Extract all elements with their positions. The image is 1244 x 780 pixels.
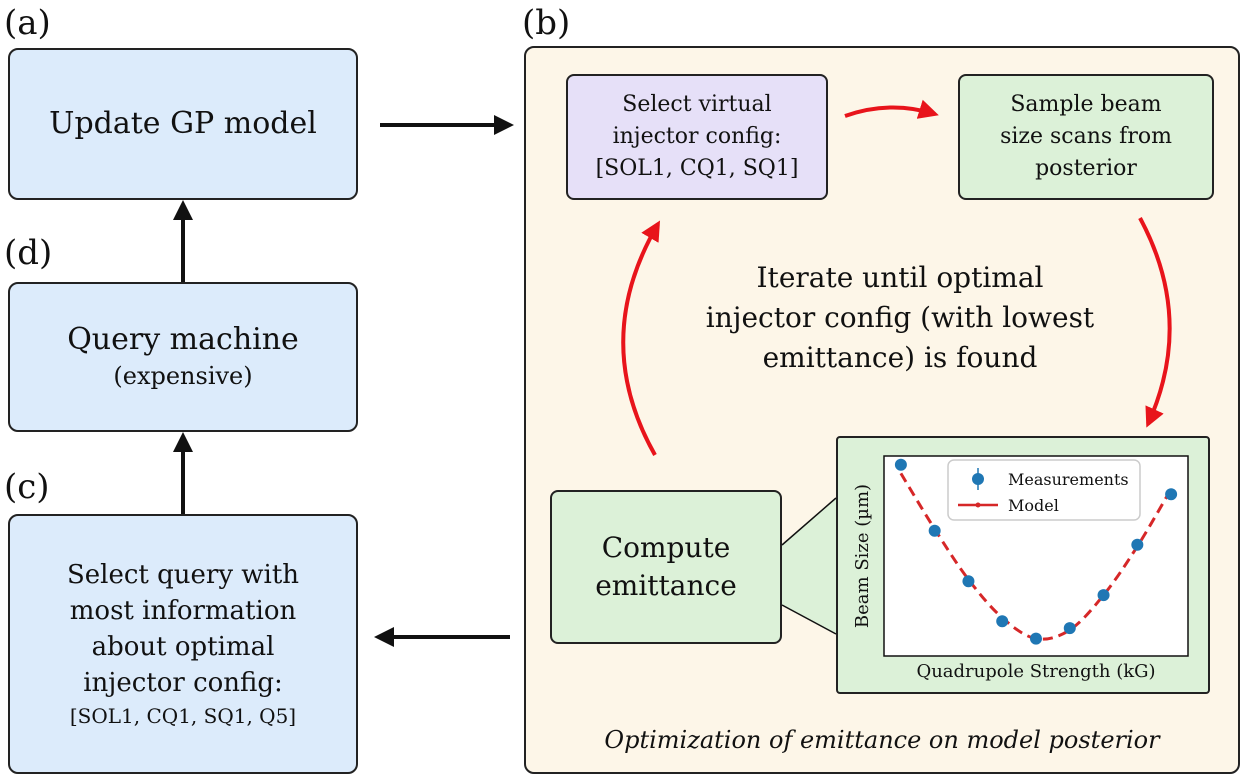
x-axis-label: Quadrupole Strength (kG) <box>916 661 1155 682</box>
measurement-point <box>1097 589 1110 602</box>
panel-label-a: (a) <box>4 3 51 43</box>
panel-b-caption: Optimization of emittance on model poste… <box>604 726 1160 754</box>
sample-beam-line-1: Sample beam <box>1010 92 1162 117</box>
select-query-line-1: Select query with <box>66 560 300 590</box>
iterate-line-3: emittance) is found <box>762 341 1038 374</box>
select-query-line-4: injector config: <box>83 668 283 698</box>
select-query-line-2: most information <box>69 596 297 626</box>
select-query-params: [SOL1, CQ1, SQ1, Q5] <box>69 704 297 728</box>
sample-beam-line-3: posterior <box>1035 156 1137 181</box>
iterate-text: Iterate until optimal injector config (w… <box>660 258 1140 378</box>
compute-emittance-line-1: Compute <box>601 531 731 564</box>
iterate-line-1: Iterate until optimal <box>756 261 1044 294</box>
update-gp-model-box: Update GP model <box>8 48 358 200</box>
query-machine-subtitle: (expensive) <box>113 362 253 390</box>
measurement-point <box>962 575 975 588</box>
measurement-point <box>1063 622 1076 635</box>
query-machine-title: Query machine <box>67 322 299 357</box>
measurement-point <box>928 524 941 537</box>
select-virtual-line-2: injector config: <box>612 124 782 149</box>
measurement-point <box>894 458 907 471</box>
select-virtual-config-box: Select virtual injector config: [SOL1, C… <box>566 74 828 200</box>
compute-emittance-box: Compute emittance <box>550 490 782 644</box>
panel-label-b: (b) <box>522 3 571 43</box>
query-machine-box: Query machine (expensive) <box>8 282 358 432</box>
chart-layer <box>894 458 1178 645</box>
legend-marker-measurements <box>972 473 984 485</box>
select-query-box: Select query with most information about… <box>8 514 358 774</box>
select-virtual-line-3: [SOL1, CQ1, SQ1] <box>595 156 799 181</box>
red-arrow-sample-to-plot <box>1138 217 1172 428</box>
measurement-point <box>1131 538 1144 551</box>
red-arrow-select-to-sample <box>844 99 939 119</box>
select-virtual-line-1: Select virtual <box>622 92 772 117</box>
sample-beam-box: Sample beam size scans from posterior <box>958 74 1214 200</box>
compute-emittance-line-2: emittance <box>595 569 737 602</box>
panel-label-d: (d) <box>4 233 53 273</box>
measurement-point <box>1165 488 1178 501</box>
select-query-line-3: about optimal <box>91 632 275 662</box>
sample-beam-line-2: size scans from <box>1000 124 1172 149</box>
measurement-point <box>1030 632 1042 645</box>
y-axis-label: Beam Size (µm) <box>852 484 873 628</box>
update-gp-model-text: Update GP model <box>49 106 317 141</box>
legend-label-measurements: Measurements <box>1008 470 1129 489</box>
zoom-connector <box>782 498 836 634</box>
red-arrow-compute-to-select <box>621 220 661 456</box>
iterate-line-2: injector config (with lowest <box>705 301 1095 334</box>
legend-label-model: Model <box>1008 496 1059 515</box>
measurement-point <box>996 615 1009 628</box>
panel-label-c: (c) <box>4 467 50 507</box>
